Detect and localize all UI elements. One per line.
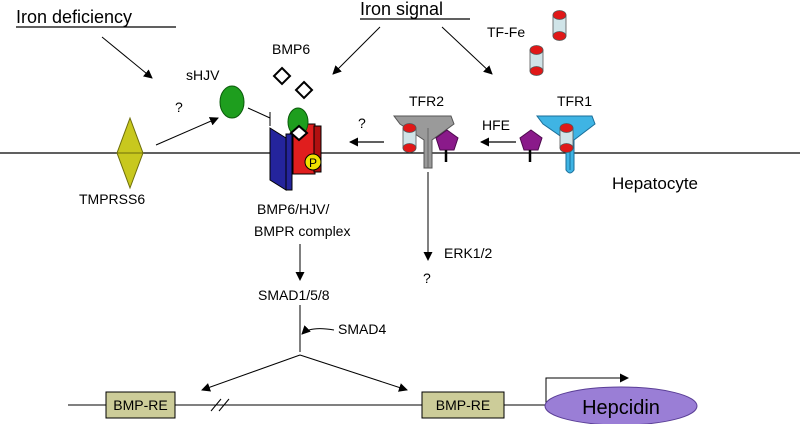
arrow-iron-deficiency [101,36,153,79]
transferrin-iron-middle [529,45,544,76]
tf-fe-label: TF-Fe [487,24,525,40]
shjv-question: ? [175,99,183,115]
tfr2-question: ? [358,115,366,131]
promoter-break-mark [210,398,222,412]
phospho-label: P [309,156,317,170]
tfr1-label: TFR1 [557,93,592,109]
heading-iron-deficiency: Iron deficiency [16,7,132,27]
shjv-label: sHJV [186,67,220,83]
transferrin-iron-top [552,10,567,41]
transferrin-on-tfr2 [402,123,417,153]
shjv-inhibition [247,107,271,126]
bmp6-diamond [272,66,292,86]
transcription-start-arrow [545,373,629,405]
promoter-break-mark [218,398,230,412]
smad158-label: SMAD1/5/8 [258,287,330,303]
tmprss6-protein [116,116,144,190]
hfe-label: HFE [482,117,510,133]
hepatocyte-label: Hepatocyte [612,174,698,193]
hfe-on-tfr1 [519,129,543,151]
bmpr-complex [269,107,322,191]
tfr2-label: TFR2 [409,93,444,109]
tmprss6-label: TMPRSS6 [79,191,145,207]
arrow-tmprss6-shjv [155,117,219,146]
bmp-re-right-label: BMP-RE [436,397,490,413]
heading-iron-signal: Iron signal [360,0,443,19]
erk-question: ? [423,270,431,286]
arrow-smad-bmp-re-left [201,354,301,392]
shjv-protein [219,85,245,119]
hepcidin-gene [544,386,698,424]
bmp6-label: BMP6 [272,41,310,57]
bmp-re-left-label: BMP-RE [113,397,167,413]
bmp-re-box-left [105,391,176,419]
bmp6-diamond [294,80,314,100]
erk-label: ERK1/2 [444,245,492,261]
arrow-iron-signal-bmp6 [332,26,381,75]
complex-label-line2: BMPR complex [254,223,350,239]
arrow-smad-bmp-re-right [299,354,408,392]
arrow-iron-signal-tfr [441,26,493,75]
bmp-re-box-right [421,391,505,419]
transferrin-on-tfr1 [559,123,574,153]
hepcidin-label: Hepcidin [582,397,660,419]
smad4-label: SMAD4 [338,321,386,337]
arrow-smad4 [301,325,335,335]
complex-label-line1: BMP6/HJV/ [257,201,329,217]
